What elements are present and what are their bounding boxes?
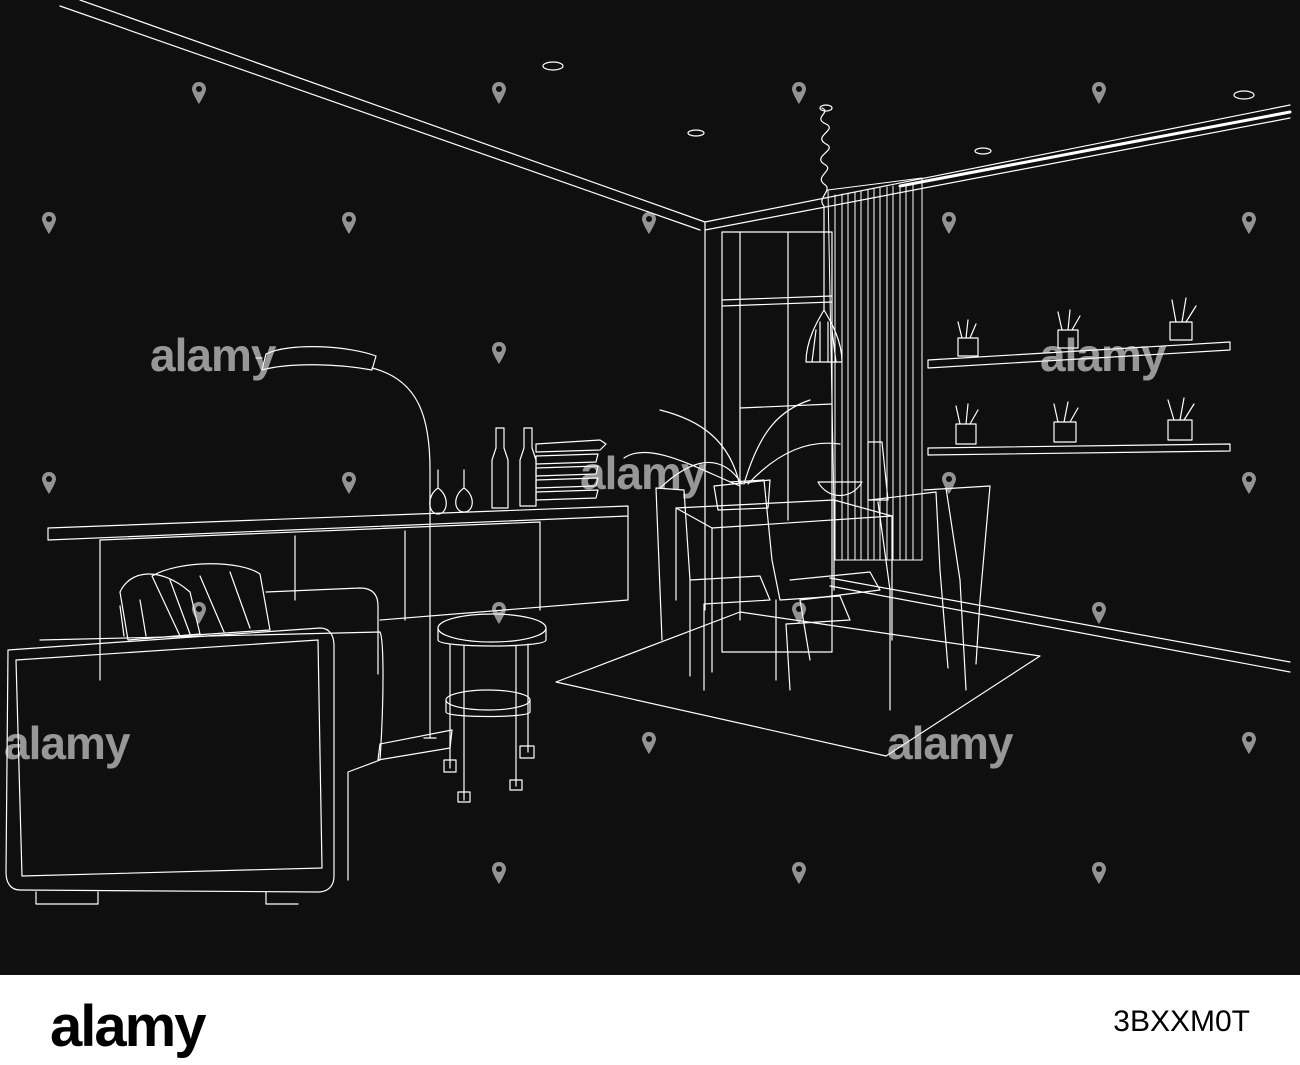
map-pin-icon <box>1242 472 1256 494</box>
watermark-text: alamy <box>4 717 130 769</box>
footer-bar: alamy 3BXXM0T <box>0 975 1300 1065</box>
ceiling-cornice <box>59 0 1292 611</box>
map-pin-icon <box>192 82 206 104</box>
map-pin-icon <box>1092 602 1106 624</box>
map-pin-icon <box>492 602 506 624</box>
map-pin-icon <box>492 82 506 104</box>
curtain <box>827 177 923 561</box>
right-wall-floor-line <box>829 577 1291 673</box>
sideboard <box>47 505 629 681</box>
pendant-lamp <box>805 104 843 363</box>
watermark-text: alamy <box>580 447 706 499</box>
map-pin-icon <box>42 212 56 234</box>
ceiling-lights <box>542 61 1255 155</box>
watermark-text: alamy <box>1040 329 1166 381</box>
side-table <box>437 613 547 803</box>
wall-shelves <box>927 297 1231 456</box>
map-pin-icon <box>1092 82 1106 104</box>
watermark-text: alamy <box>887 717 1013 769</box>
map-pin-icon <box>1242 212 1256 234</box>
dining-set <box>623 399 991 711</box>
image-id: 3BXXM0T <box>1113 1005 1250 1038</box>
map-pin-icon <box>792 862 806 884</box>
back-shelving <box>721 231 833 653</box>
map-pin-icon <box>642 212 656 234</box>
map-pin-icon <box>342 212 356 234</box>
map-pin-icon <box>792 82 806 104</box>
map-pin-icon <box>642 732 656 754</box>
map-pin-icon <box>1242 732 1256 754</box>
sketch-scene: alamy alamy alamy alamy alamy <box>0 0 1300 975</box>
map-pin-icon <box>492 342 506 364</box>
decor-objects <box>429 427 889 515</box>
room-wireframe-illustration <box>5 0 1292 905</box>
map-pin-icon <box>942 472 956 494</box>
map-pin-icon <box>192 602 206 624</box>
map-pin-icon <box>42 472 56 494</box>
map-pin-icon <box>492 862 506 884</box>
floor-lamp <box>255 346 453 761</box>
watermark-text: alamy <box>150 329 276 381</box>
rug <box>555 611 1041 757</box>
map-pin-icon <box>942 212 956 234</box>
map-pin-icon <box>342 472 356 494</box>
alamy-logo: alamy <box>50 994 206 1059</box>
map-pin-icon <box>1092 862 1106 884</box>
map-pin-icon <box>792 602 806 624</box>
